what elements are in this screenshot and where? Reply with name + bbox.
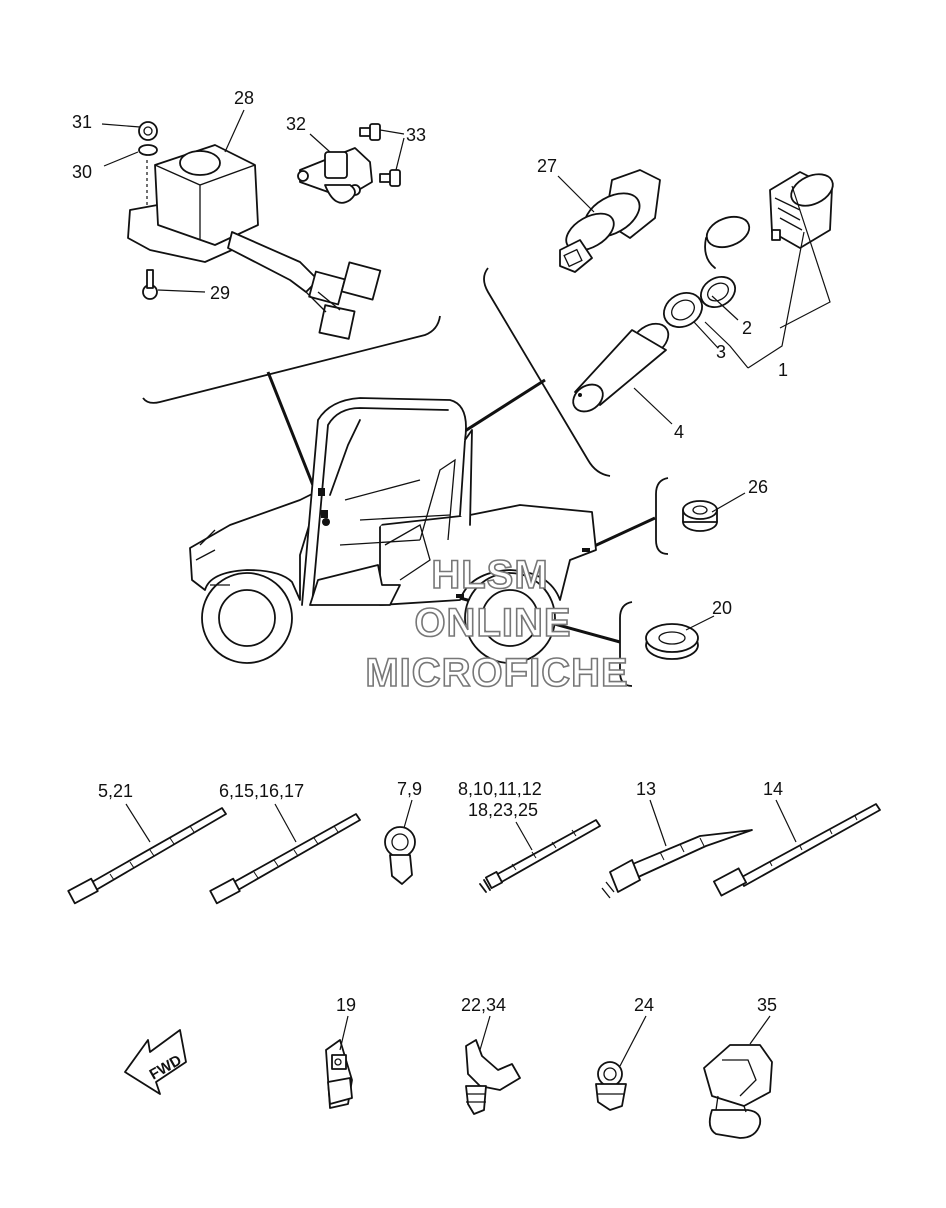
callout-24: 24 (634, 995, 654, 1015)
callout-27: 27 (537, 156, 557, 176)
vehicle-illustration (189, 397, 597, 664)
upper-left-bracket (142, 315, 441, 404)
relay-assembly (127, 121, 382, 340)
callout-26: 26 (748, 477, 768, 497)
watermark-line2: ONLINE (414, 601, 571, 645)
clamp-35 (703, 1044, 773, 1139)
callout-18-23-25: 18,23,25 (468, 800, 538, 820)
grommet-20 (645, 623, 699, 660)
clamp-24 (595, 1061, 627, 1111)
callout-6-15-16-17: 6,15,16,17 (219, 781, 304, 801)
callout-3: 3 (716, 342, 726, 362)
callout-22-34: 22,34 (461, 995, 506, 1015)
callout-labels: 31 30 29 28 32 33 27 2 3 1 4 26 20 5,21 … (72, 88, 788, 1015)
sensor-32 (297, 123, 401, 204)
callout-28: 28 (234, 88, 254, 108)
callout-30: 30 (72, 162, 92, 182)
callout-31: 31 (72, 112, 92, 132)
clamp-7-9 (384, 826, 416, 885)
callout-4: 4 (674, 422, 684, 442)
upper-right-bracket (483, 267, 611, 477)
callout-1: 1 (778, 360, 788, 380)
callout-8-10-11-12: 8,10,11,12 (458, 779, 542, 799)
switch-27 (559, 169, 661, 273)
fwd-arrow: FWD (124, 1029, 187, 1095)
callout-5-21: 5,21 (98, 781, 133, 801)
watermark-line1: HLSM (431, 553, 548, 597)
leader-lines (101, 109, 831, 1067)
callout-19: 19 (336, 995, 356, 1015)
socket-group (572, 171, 834, 413)
cable-tie-5-21 (67, 807, 227, 905)
callout-33: 33 (406, 125, 426, 145)
callout-20: 20 (712, 598, 732, 618)
callout-14: 14 (763, 779, 783, 799)
cable-tie-6-15-16-17 (209, 813, 361, 905)
clamp-22-34 (465, 1039, 521, 1115)
grommet-26-bracket (655, 477, 669, 555)
cable-tie-13 (601, 829, 753, 899)
callout-13: 13 (636, 779, 656, 799)
callout-35: 35 (757, 995, 777, 1015)
cable-tie-8-10-11-12 (479, 819, 601, 893)
clamp-19 (325, 1039, 353, 1109)
watermark-line3: MICROFICHE (365, 651, 628, 695)
callout-2: 2 (742, 318, 752, 338)
callout-7-9: 7,9 (397, 779, 422, 799)
grommet-26 (682, 500, 718, 532)
cable-tie-14 (712, 803, 881, 897)
callout-32: 32 (286, 114, 306, 134)
grommet-20-bracket (619, 601, 633, 687)
callout-29: 29 (210, 283, 230, 303)
